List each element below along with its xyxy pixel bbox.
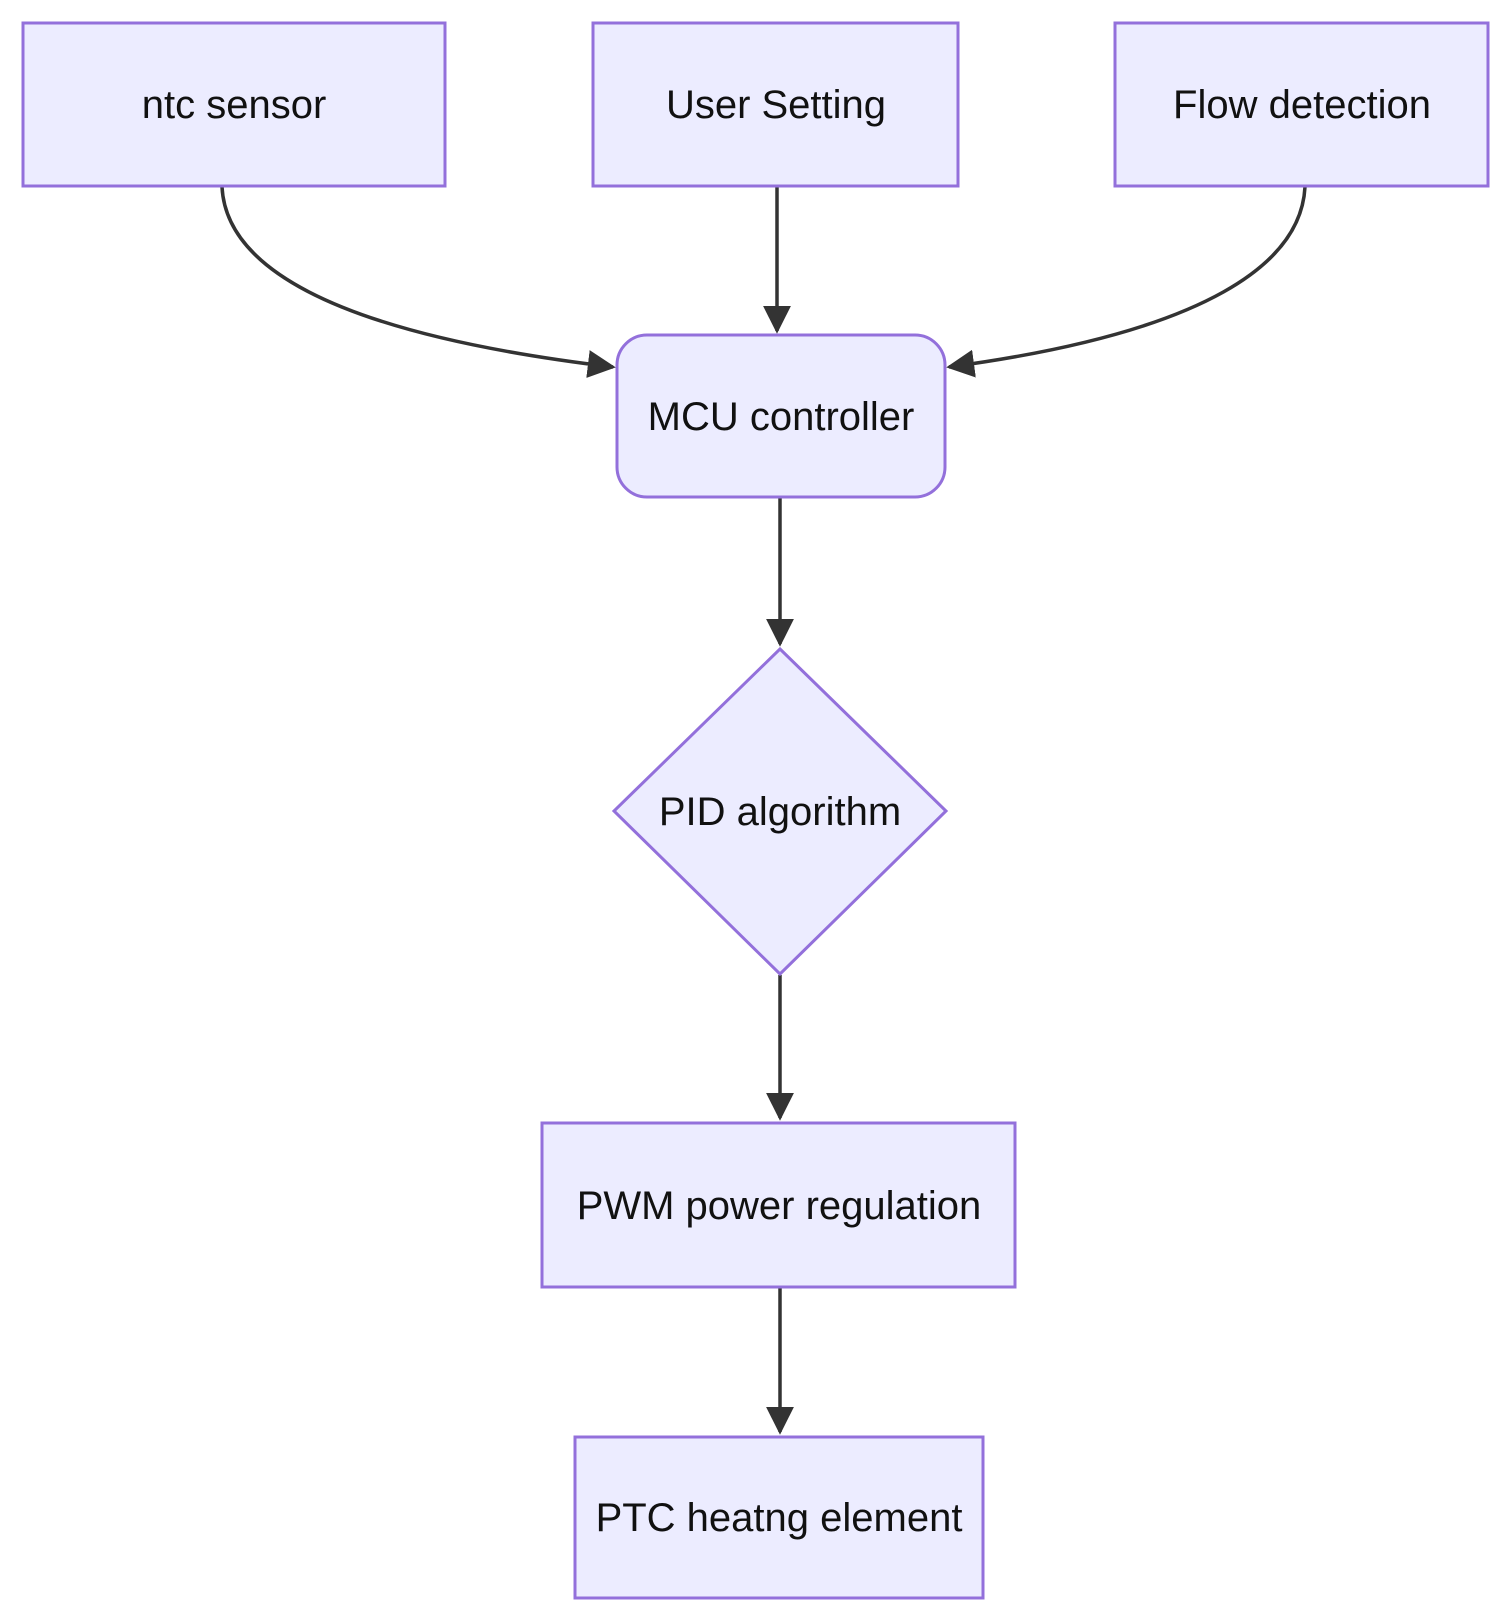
node-pwm-power-regulation: PWM power regulation (540, 1121, 1017, 1289)
node-user-setting-label: User Setting (666, 83, 886, 127)
node-pid-algorithm: PID algorithm (611, 646, 949, 977)
node-pwm-power-regulation-label: PWM power regulation (577, 1184, 982, 1228)
node-ntc-sensor-label: ntc sensor (142, 83, 327, 127)
edge-ntc-to-mcu (220, 186, 616, 378)
node-ptc-heatng-element: PTC heatng element (573, 1435, 985, 1600)
node-ntc-sensor-box (21, 21, 447, 188)
node-ptc-heatng-element-label: PTC heatng element (596, 1496, 963, 1540)
node-ntc-sensor: ntc sensor (21, 21, 447, 188)
node-flow-detection-box (1113, 21, 1490, 188)
node-ptc-heatng-element-box (573, 1435, 985, 1600)
node-flow-detection-label: Flow detection (1173, 83, 1431, 127)
node-pid-algorithm-label: PID algorithm (659, 790, 901, 834)
node-mcu-controller-box (615, 333, 947, 499)
node-mcu-controller-label: MCU controller (648, 395, 915, 439)
node-user-setting: User Setting (591, 21, 960, 188)
node-mcu-controller: MCU controller (615, 333, 947, 499)
node-user-setting-box (591, 21, 960, 188)
node-flow-detection: Flow detection (1113, 21, 1490, 188)
edge-flow-to-mcu (946, 186, 1307, 378)
node-pid-algorithm-diamond (611, 646, 949, 977)
node-pwm-power-regulation-box (540, 1121, 1017, 1289)
